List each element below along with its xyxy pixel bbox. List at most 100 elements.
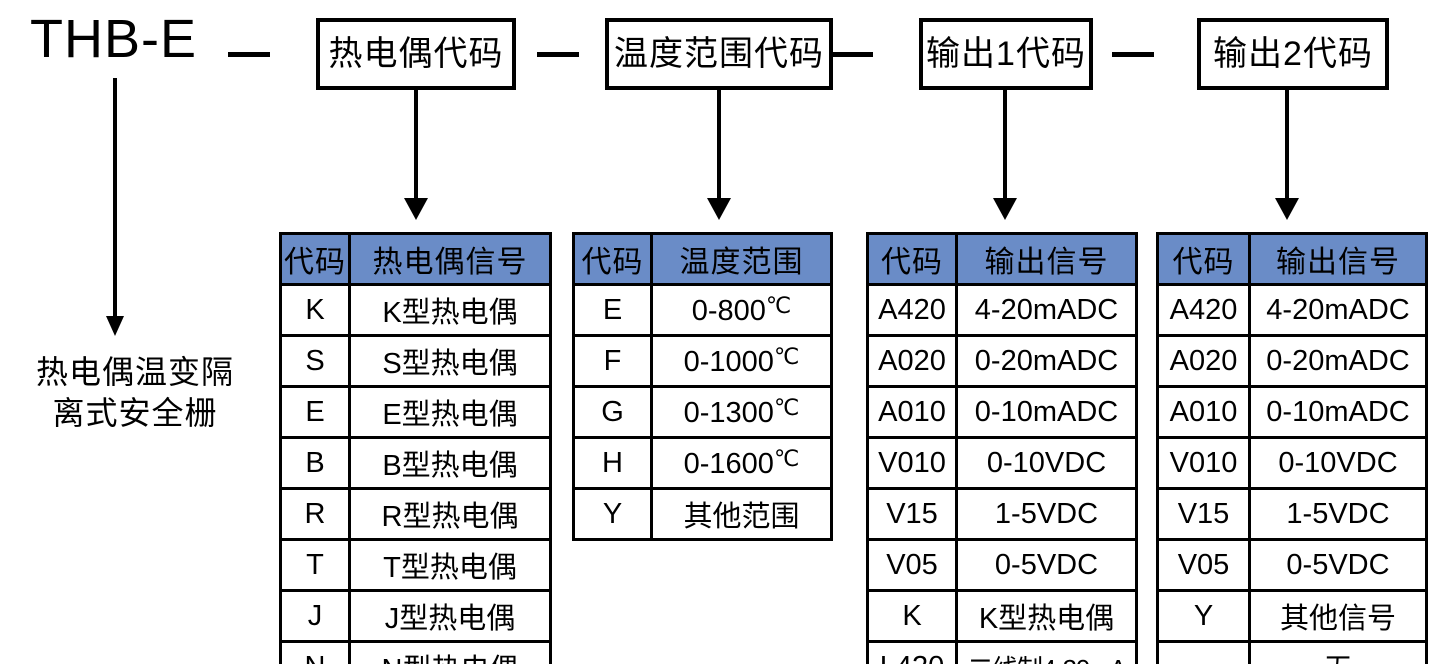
connector-arrow-thermocouple [404, 198, 428, 220]
cell-code: B [279, 436, 351, 490]
separator-dash-4 [1112, 52, 1154, 57]
separator-dash-1 [228, 52, 270, 57]
connector-arrow-prefix [106, 316, 124, 336]
table-row: 无 [1156, 640, 1428, 664]
separator-dash-3 [831, 52, 873, 57]
cell-value: 0-10VDC [955, 436, 1138, 490]
cell-code: S [279, 334, 351, 388]
cell-value: 0-800℃ [650, 283, 833, 337]
cell-code: J [279, 589, 351, 643]
connector-line-thermocouple [414, 90, 418, 200]
column-header-code: 代码 [572, 232, 653, 286]
celsius-unit: ℃ [773, 394, 800, 420]
cell-value: 0-20mADC [955, 334, 1138, 388]
cell-code: A420 [1156, 283, 1251, 337]
cell-code: F [572, 334, 653, 388]
cell-value: 0-10mADC [955, 385, 1138, 439]
separator-dash-2 [537, 52, 579, 57]
cell-value: 0-10VDC [1248, 436, 1428, 490]
connector-line-temperature-range [717, 90, 721, 200]
celsius-unit: ℃ [773, 445, 800, 471]
cell-code: N [279, 640, 351, 664]
cell-value: 0-1300℃ [650, 385, 833, 439]
cell-value: T型热电偶 [348, 538, 552, 592]
celsius-unit: ℃ [765, 292, 792, 318]
connector-line-prefix [113, 78, 117, 318]
cell-code: K [279, 283, 351, 337]
cell-value: N型热电偶 [348, 640, 552, 664]
product-description-line-2: 离式安全栅 [52, 394, 218, 431]
cell-value: K型热电偶 [955, 589, 1138, 643]
cell-value: J型热电偶 [348, 589, 552, 643]
table-row: NN型热电偶 [279, 640, 552, 664]
cell-code: V05 [866, 538, 958, 592]
cell-code: V15 [1156, 487, 1251, 541]
cell-code: R [279, 487, 351, 541]
cell-value: 无 [1248, 640, 1428, 664]
cell-code: K [866, 589, 958, 643]
cell-code: A020 [866, 334, 958, 388]
cell-value: 其他范围 [650, 487, 833, 541]
column-header-value: 输出信号 [1248, 232, 1428, 286]
table-row: L420二线制4-20mA [866, 640, 1138, 664]
cell-value: 二线制4-20mA [955, 640, 1138, 664]
cell-code: A010 [866, 385, 958, 439]
table-header-row: 代码 温度范围 [572, 232, 833, 286]
code-box-temperature-range: 温度范围代码 [605, 18, 833, 90]
cell-value: 0-10mADC [1248, 385, 1428, 439]
cell-value: 0-1600℃ [650, 436, 833, 490]
cell-code: H [572, 436, 653, 490]
product-description: 热电偶温变隔 离式安全栅 [10, 352, 260, 434]
cell-code: A020 [1156, 334, 1251, 388]
cell-code [1156, 640, 1251, 664]
code-box-thermocouple: 热电偶代码 [316, 18, 516, 90]
table-header-row: 代码 输出信号 [866, 232, 1138, 286]
connector-arrow-output2 [1275, 198, 1299, 220]
cell-code: Y [1156, 589, 1251, 643]
cell-code: V010 [866, 436, 958, 490]
cell-code: E [279, 385, 351, 439]
column-header-value: 温度范围 [650, 232, 833, 286]
column-header-code: 代码 [866, 232, 958, 286]
column-header-value: 热电偶信号 [348, 232, 552, 286]
cell-value: 1-5VDC [1248, 487, 1428, 541]
cell-code: G [572, 385, 653, 439]
cell-value: 4-20mADC [955, 283, 1138, 337]
cell-code: E [572, 283, 653, 337]
code-box-output1: 输出1代码 [919, 18, 1093, 90]
cell-code: T [279, 538, 351, 592]
code-box-output2: 输出2代码 [1197, 18, 1389, 90]
connector-line-output1 [1003, 90, 1007, 200]
code-box-output1-label: 输出1代码 [926, 35, 1086, 73]
column-header-value: 输出信号 [955, 232, 1138, 286]
cell-value: 0-1000℃ [650, 334, 833, 388]
table-header-row: 代码 热电偶信号 [279, 232, 552, 286]
cell-value: K型热电偶 [348, 283, 552, 337]
connector-arrow-output1 [993, 198, 1017, 220]
